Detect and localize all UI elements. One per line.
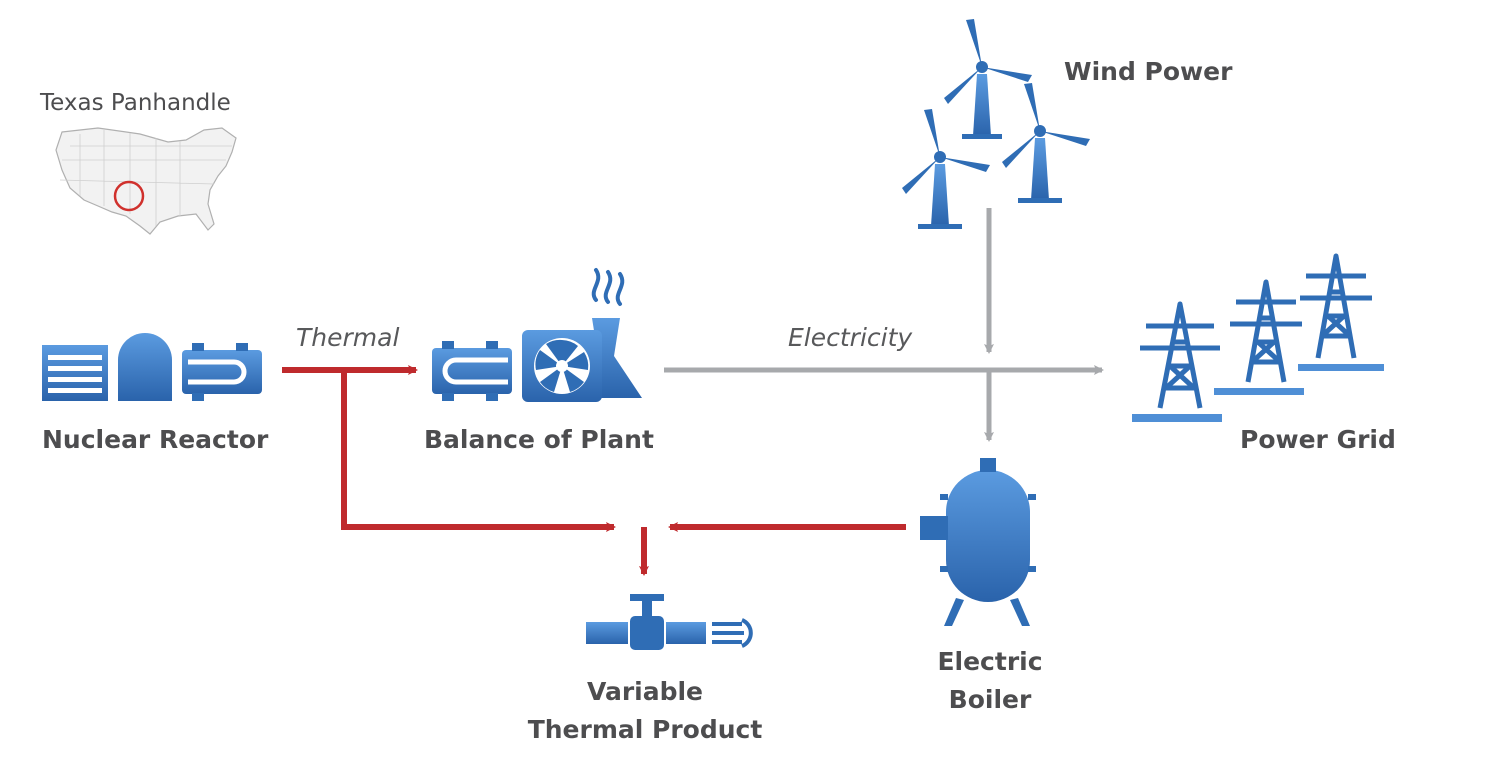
- us-map-icon: [55, 127, 237, 235]
- thermal-flow-label: Thermal: [296, 323, 399, 352]
- map-label: Texas Panhandle: [39, 90, 231, 116]
- electric-boiler-label-line2: Boiler: [949, 685, 1032, 714]
- texas-panhandle-marker: [113, 180, 145, 212]
- variable-product-label-line1: Variable: [587, 677, 703, 706]
- wind-power-label: Wind Power: [1064, 57, 1233, 86]
- wind-turbine-icon: [902, 19, 1090, 229]
- thermal-flows: [282, 365, 906, 576]
- power-grid-icon: [1140, 253, 1372, 409]
- thermal-branch-down: [341, 370, 616, 532]
- balance-of-plant-icon: [432, 268, 642, 402]
- electric-boiler-label-line1: Electric: [937, 647, 1042, 676]
- power-grid-label: Power Grid: [1240, 425, 1396, 454]
- nuclear-reactor-icon: [42, 333, 262, 401]
- nuclear-reactor-label: Nuclear Reactor: [42, 425, 269, 454]
- balance-of-plant-label: Balance of Plant: [424, 425, 654, 454]
- variable-product-label-line2: Thermal Product: [528, 715, 763, 744]
- electricity-flows: [664, 208, 1104, 442]
- valve-pipe-icon: [586, 594, 753, 650]
- power-grid-base: [1132, 364, 1384, 422]
- electric-boiler-icon: [920, 458, 1036, 626]
- electricity-flow-label: Electricity: [788, 323, 913, 352]
